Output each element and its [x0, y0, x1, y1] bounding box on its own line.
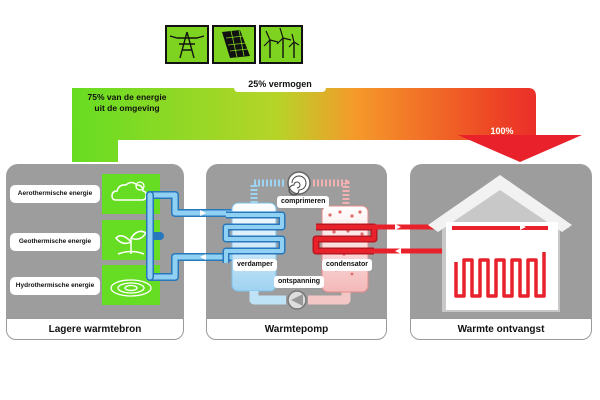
environment-share-label: 75% van de energie uit de omgeving	[87, 92, 167, 113]
total-share-label: 100%	[490, 126, 514, 136]
pump-panel-title: Warmtepomp	[206, 318, 387, 340]
power-share-label: 25% vermogen	[234, 76, 326, 92]
refrigerant-circuit	[249, 179, 351, 305]
condenser-label: condensator	[322, 259, 373, 271]
compressor-label: comprimeren	[277, 196, 330, 208]
sink-panel-title: Warmte ontvangst	[410, 318, 592, 340]
flow-arrows	[200, 210, 526, 260]
power-icons	[165, 25, 303, 64]
condenser-coil	[312, 205, 378, 293]
aerothermal-label: Aerothermische energie	[10, 185, 100, 203]
evaporator-label: verdamper	[233, 259, 277, 271]
source-panel-title: Lagere warmtebron	[6, 318, 184, 340]
cold-loop	[146, 191, 244, 281]
geothermal-label: Geothermische energie	[10, 233, 100, 251]
hydrothermal-label: Hydrothermische energie	[10, 277, 100, 295]
house-icon	[428, 175, 572, 312]
energy-flow-arrow	[72, 88, 582, 162]
expansion-label: ontspanning	[274, 276, 324, 288]
